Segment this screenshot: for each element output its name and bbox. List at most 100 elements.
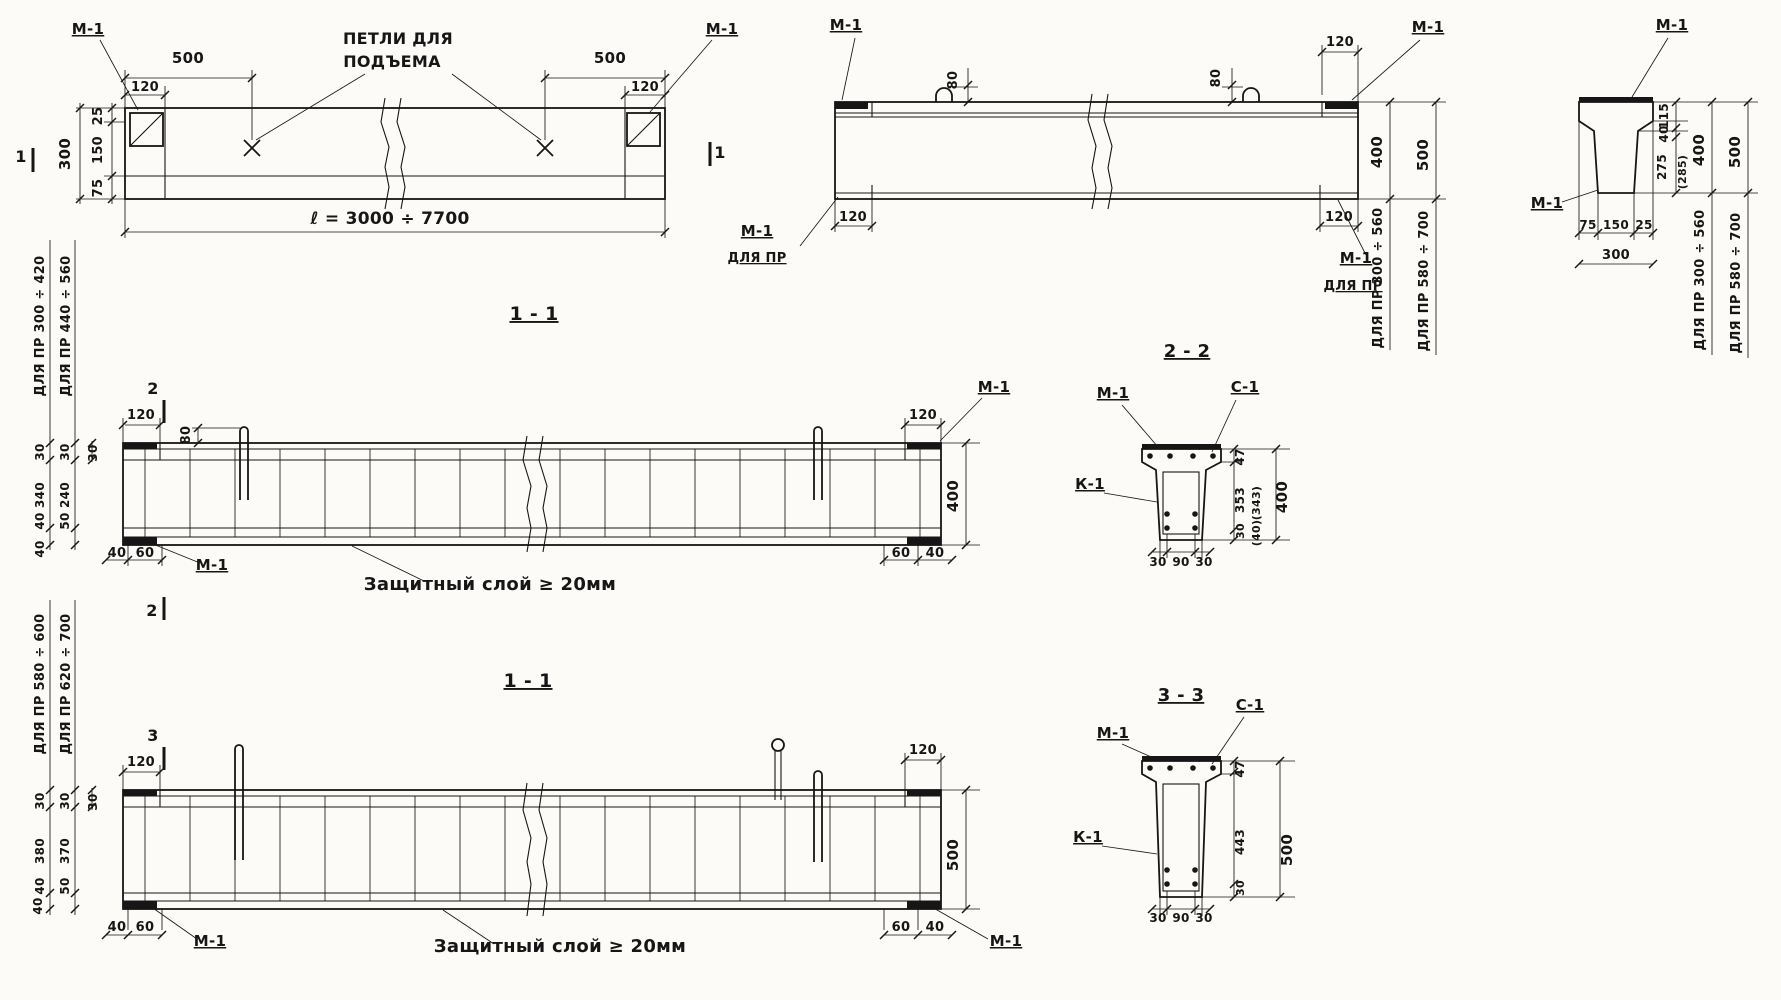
elevation-dimension-lines bbox=[799, 37, 1446, 355]
elev-dim-120-bottom-right: 120 bbox=[1325, 210, 1353, 225]
elev-label-pr-300-560: ДЛЯ ПР 300 ÷ 560 bbox=[1371, 208, 1386, 349]
plan-dim-120-right: 120 bbox=[631, 80, 659, 95]
mid-dim-60-bottom-left: 60 bbox=[136, 546, 155, 561]
mid-dim-40-left: 40 bbox=[33, 512, 47, 529]
mid-dim-30-b: 30 bbox=[58, 443, 72, 460]
bot-dim-30-a: 30 bbox=[33, 792, 47, 809]
mid-dim-40-left2: 40 bbox=[33, 540, 47, 557]
mid-m1-bottom-left-label: М-1 bbox=[196, 556, 229, 574]
plan-lifting-note-line1: ПЕТЛИ ДЛЯ bbox=[343, 29, 453, 48]
mid-label-pr-440-560: ДЛЯ ПР 440 ÷ 560 bbox=[59, 256, 74, 397]
break-lines-elevation bbox=[1087, 93, 1113, 210]
break-lines-plan bbox=[380, 97, 406, 210]
elev-m1-bottom-left-label: М-1 bbox=[741, 222, 774, 240]
s22-dim-ticks bbox=[1147, 444, 1281, 557]
s33-stirrup-frame bbox=[1162, 783, 1200, 892]
bot-dim-380: 380 bbox=[33, 838, 47, 864]
s22-dim-353: 353 bbox=[1233, 487, 1247, 513]
bot-cover-note: Защитный слой ≥ 20мм bbox=[434, 936, 686, 957]
section-2-2-view bbox=[1103, 399, 1290, 558]
mid-dim-40-bottom-right: 40 bbox=[926, 546, 945, 561]
mid-dim-40-bottom-left: 40 bbox=[108, 546, 127, 561]
section-1-1-h500-view bbox=[45, 600, 989, 945]
mid-plate-br bbox=[907, 537, 941, 545]
mid-section-mark-2-bottom: 2 bbox=[146, 601, 157, 620]
bot-dim-50-left: 50 bbox=[58, 877, 72, 894]
plan-dim-ticks bbox=[75, 73, 670, 237]
s22-embed-plate bbox=[1142, 444, 1221, 449]
elev-for-pr-bottom-left: ДЛЯ ПР bbox=[727, 251, 786, 266]
s33-dim-ticks bbox=[1147, 756, 1285, 914]
plan-dim-75: 75 bbox=[91, 179, 106, 198]
bot-dim-60-bottom-right: 60 bbox=[892, 920, 911, 935]
mid-dim-30-a: 30 bbox=[33, 443, 47, 460]
mid-dim-120-top-left: 120 bbox=[127, 408, 155, 423]
cross-label-pr-580-700: ДЛЯ ПР 580 ÷ 700 bbox=[1729, 213, 1744, 354]
mid-dim-60-bottom-right: 60 bbox=[892, 546, 911, 561]
cross-dim-400: 400 bbox=[1690, 134, 1708, 166]
elev-m1-bottom-right-label: М-1 bbox=[1340, 249, 1373, 267]
bot-dim-500: 500 bbox=[944, 839, 962, 871]
beam-outline-plan bbox=[124, 107, 666, 200]
bot-view-title: 1 - 1 bbox=[503, 670, 552, 692]
plan-dim-500-right: 500 bbox=[594, 49, 626, 67]
mid-plate-tl bbox=[123, 443, 157, 449]
bot-loop-eye bbox=[771, 738, 785, 752]
mid-dimension-lines bbox=[49, 240, 983, 582]
s33-dim-443: 443 bbox=[1233, 829, 1247, 855]
bot-section-mark-3: 3 bbox=[147, 726, 158, 745]
bot-plate-tl bbox=[123, 790, 157, 796]
section-1-1-h400-view bbox=[45, 240, 983, 620]
plan-dim-120-left: 120 bbox=[131, 80, 159, 95]
lifting-loops-elevation bbox=[935, 87, 1260, 102]
s22-stirrup-frame bbox=[1162, 471, 1200, 535]
bot-plate-tr bbox=[907, 790, 941, 796]
bot-dim-30-c: 30 bbox=[86, 793, 100, 810]
plan-dim-25: 25 bbox=[91, 107, 106, 126]
embed-plate-top-left bbox=[835, 102, 868, 109]
bot-plate-br bbox=[907, 901, 941, 909]
elev-dim-500: 500 bbox=[1414, 139, 1432, 171]
bot-stirrups bbox=[144, 796, 921, 901]
plan-inner-lines bbox=[125, 108, 665, 199]
s22-c1-label: С-1 bbox=[1231, 378, 1260, 396]
elev-dim-80-left: 80 bbox=[946, 71, 961, 90]
s33-dim-30-right: 30 bbox=[1234, 880, 1247, 896]
mid-label-pr-300-420: ДЛЯ ПР 300 ÷ 420 bbox=[33, 256, 48, 397]
bot-dim-40-bottom-right: 40 bbox=[926, 920, 945, 935]
embed-plate-left-plan bbox=[129, 112, 164, 147]
plan-dim-500-left: 500 bbox=[172, 49, 204, 67]
s33-outline bbox=[1141, 760, 1222, 898]
mid-chord-lines bbox=[123, 443, 941, 538]
section-cut-1-marks bbox=[31, 142, 712, 172]
bot-dim-120-top-right: 120 bbox=[909, 743, 937, 758]
cross-dim-25: 25 bbox=[1635, 218, 1652, 232]
elevation-view bbox=[799, 37, 1446, 355]
s33-title: 3 - 3 bbox=[1158, 685, 1205, 706]
bot-dimension-lines bbox=[49, 600, 989, 945]
elevation-dim-ticks bbox=[830, 47, 1441, 231]
bot-dim-40-left: 40 bbox=[33, 877, 47, 894]
s33-dim-30-bottom-right: 30 bbox=[1195, 911, 1212, 925]
bot-dim-120-top-left: 120 bbox=[127, 755, 155, 770]
s33-k1-label: К-1 bbox=[1073, 828, 1103, 846]
elev-m1-top-left-label: М-1 bbox=[830, 16, 863, 34]
bot-dim-30-b: 30 bbox=[58, 792, 72, 809]
bot-dim-60-bottom-left: 60 bbox=[136, 920, 155, 935]
break-lines-bot bbox=[522, 782, 548, 917]
mid-dim-30-c: 30 bbox=[86, 444, 100, 461]
s22-title: 2 - 2 bbox=[1164, 341, 1211, 362]
s22-dim-343: (343) bbox=[1250, 486, 1263, 521]
bot-dim-40-bottom-left: 40 bbox=[108, 920, 127, 935]
s22-dim-400: 400 bbox=[1273, 481, 1291, 513]
elev-m1-top-right-label: М-1 bbox=[1412, 18, 1445, 36]
mid-view-title: 1 - 1 bbox=[509, 303, 558, 325]
plan-dim-300: 300 bbox=[56, 138, 74, 170]
mid-lifting-hairpins bbox=[239, 426, 823, 500]
mid-m1-top-right-label: М-1 bbox=[978, 378, 1011, 396]
elev-dim-80-right: 80 bbox=[1209, 69, 1224, 88]
beam-outline-bot bbox=[122, 789, 942, 910]
